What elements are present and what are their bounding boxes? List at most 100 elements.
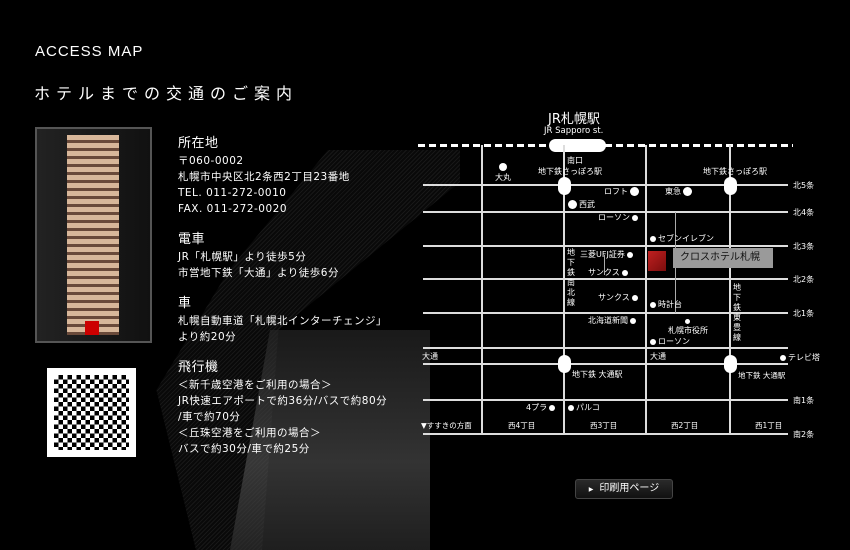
jr-station-marker (549, 139, 606, 152)
train-jr: JR「札幌駅」より徒歩5分 (178, 251, 307, 263)
label-n1: 北1条 (793, 309, 815, 318)
landmark-hokkaido-shinbun: 北海道新聞 (588, 316, 628, 325)
daimaru-dot (499, 163, 507, 171)
street-odori-top (423, 347, 788, 349)
sunkus-2-dot (631, 294, 638, 301)
4pla-dot (549, 404, 556, 411)
landmark-lawson-1: ローソン (598, 213, 630, 222)
street-odori-bottom (423, 363, 788, 365)
ufj-dot (626, 251, 633, 258)
postal-code: 〒060-0002 (178, 155, 244, 167)
landmark-seven-eleven: セブンイレブン (658, 234, 714, 243)
side-alley (604, 255, 605, 275)
label-odori-left: 大通 (422, 352, 438, 361)
car-title: 車 (178, 296, 192, 311)
subway-odori-marker-1 (558, 355, 571, 373)
shinbun-dot (630, 317, 636, 324)
landmark-parco: パルコ (576, 403, 600, 412)
label-south-exit: 南口 (567, 156, 583, 165)
label-w4: 西4丁目 (508, 421, 536, 430)
address: 札幌市中央区北2条西2丁目23番地 (178, 171, 350, 183)
landmark-loft: ロフト (604, 187, 628, 196)
subway-sapporo-marker-2 (724, 177, 737, 195)
street-w2 (645, 145, 647, 435)
subway-sapporo-marker-1 (558, 177, 571, 195)
street-s1 (423, 399, 788, 401)
label-subway-sapporo-2: 地下鉄さっぽろ駅 (703, 167, 767, 176)
landmark-tokyu: 東急 (665, 187, 681, 196)
label-susukino: ▼すすきの方面 (421, 421, 472, 430)
landmark-ufj: 三菱UFJ証券 (580, 250, 625, 259)
hotel-photo (35, 127, 152, 343)
hotel-label: クロスホテル札幌 (673, 248, 773, 268)
station-name: JR札幌駅 (548, 112, 600, 127)
parco-dot (568, 404, 574, 411)
landmark-city-hall: 札幌市役所 (668, 326, 708, 335)
street-w4 (481, 145, 483, 435)
landmark-sunkus-2: サンクス (598, 293, 630, 302)
access-info: 所在地 〒060-0002 札幌市中央区北2条西2丁目23番地 TEL. 011… (178, 135, 387, 457)
street-n3 (423, 245, 788, 247)
fax: FAX. 011-272-0020 (178, 203, 288, 215)
landmark-clock-tower: 時計台 (658, 300, 682, 309)
street-n1 (423, 312, 788, 314)
label-odori-center: 大通 (650, 352, 666, 361)
street-n5 (423, 184, 788, 186)
label-s1: 南1条 (793, 396, 815, 405)
label-s2: 南2条 (793, 430, 815, 439)
landmark-sunkus-1: サンクス (588, 268, 620, 277)
label-subway-odori-2: 地下鉄 大通駅 (738, 371, 786, 380)
landmark-tv-tower: テレビ塔 (788, 353, 820, 362)
print-page-label: 印刷用ページ (599, 483, 660, 494)
label-w3: 西3丁目 (590, 421, 618, 430)
label-n3: 北3条 (793, 242, 815, 251)
hotel-marker (648, 251, 666, 271)
tokyu-dot (683, 187, 692, 196)
label-nanboku-line: 地下鉄南北線 (567, 248, 575, 307)
label-w1: 西1丁目 (755, 421, 783, 430)
tel: TEL. 011-272-0010 (178, 187, 287, 199)
sunkus-1-dot (621, 269, 628, 276)
lawson-1-dot (632, 214, 638, 221)
street-w1 (729, 145, 731, 435)
air-line1: ＜新千歳空港をご利用の場合＞ (178, 379, 332, 391)
car-line2: より約20分 (178, 331, 237, 343)
tvtower-dot (780, 354, 786, 361)
qr-code (47, 368, 136, 457)
subway-odori-marker-2 (724, 355, 737, 373)
street-w3 (563, 145, 565, 435)
street-n2 (423, 278, 788, 280)
air-line4: ＜丘珠空港をご利用の場合＞ (178, 427, 321, 439)
lawson-2-dot (650, 338, 656, 345)
air-line2: JR快速エアポートで約36分/バスで約80分 (178, 395, 388, 407)
label-n2: 北2条 (793, 275, 815, 284)
cityhall-dot (685, 319, 690, 324)
clock-dot (650, 301, 656, 308)
label-n5: 北5条 (793, 181, 815, 190)
print-page-button[interactable]: ▶ 印刷用ページ (575, 479, 673, 499)
page-title: ACCESS MAP (35, 43, 144, 60)
label-subway-sapporo-1: 地下鉄さっぽろ駅 (538, 167, 602, 176)
air-title: 飛行機 (178, 360, 219, 375)
car-line1: 札幌自動車道「札幌北インターチェンジ」 (178, 315, 387, 327)
label-n4: 北4条 (793, 208, 815, 217)
triangle-right-icon: ▶ (588, 486, 594, 493)
label-subway-odori-1: 地下鉄 大通駅 (572, 370, 623, 379)
train-subway: 市営地下鉄「大通」より徒歩6分 (178, 267, 339, 279)
background-photo (230, 330, 430, 550)
street-n4 (423, 211, 788, 213)
air-line3: /車で約70分 (178, 411, 241, 423)
loft-dot (630, 187, 639, 196)
landmark-4pla: 4プラ (526, 403, 548, 412)
page-subtitle: ホテルまでの交通のご案内 (34, 84, 299, 103)
train-title: 電車 (178, 232, 206, 247)
landmark-lawson-2: ローソン (658, 337, 690, 346)
seven-dot (650, 235, 656, 242)
label-toho-line: 地下鉄東豊線 (733, 283, 741, 342)
landmark-seibu: 西武 (579, 200, 595, 209)
seibu-dot (568, 200, 577, 209)
landmark-daimaru: 大丸 (495, 173, 511, 182)
air-line5: バスで約30分/車で約25分 (178, 443, 310, 455)
address-title: 所在地 (178, 136, 219, 151)
